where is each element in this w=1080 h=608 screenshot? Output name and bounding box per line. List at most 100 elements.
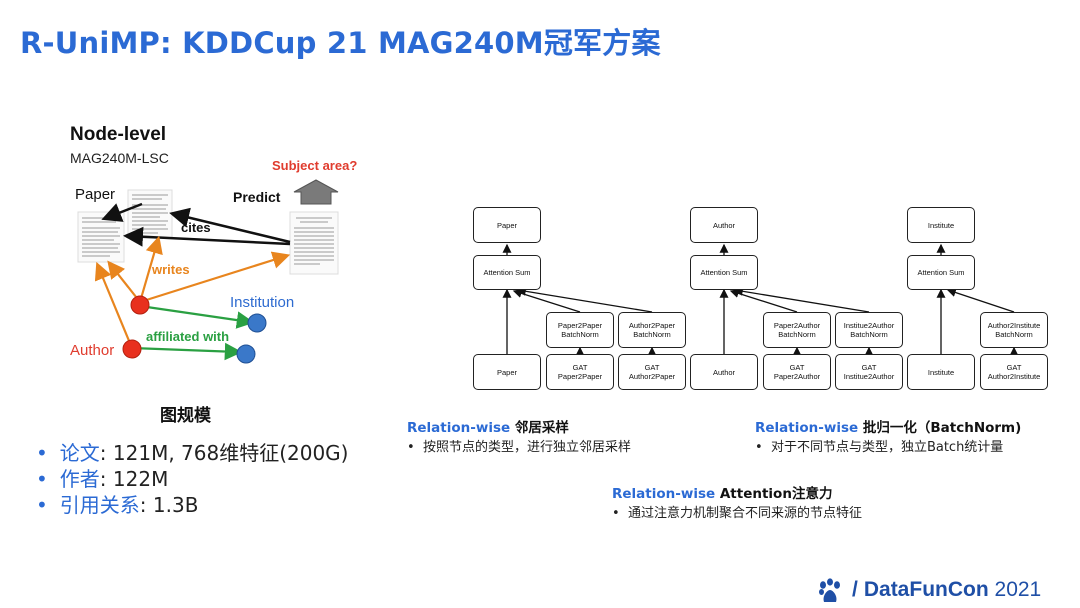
author-output-node: Author: [690, 207, 758, 243]
stat-papers: •论文: 121M, 768维特征(200G): [36, 437, 349, 466]
brand-name-b: Con: [947, 578, 989, 601]
node-text: Institue2Author: [843, 321, 895, 330]
section-attention-bullet: • 通过注意力机制聚合不同来源的节点特征: [612, 502, 862, 521]
brand-name-a: DataFun: [863, 578, 948, 601]
node-text: Attention Sum: [483, 268, 531, 277]
section-neighbor-sampling-bullet: • 按照节点的类型，进行独立邻居采样: [407, 436, 631, 455]
node-text: Author2Institute: [987, 321, 1041, 330]
bullet: •: [36, 493, 48, 517]
writes-edge-1: [107, 260, 141, 303]
node-text: GAT: [1006, 363, 1022, 372]
paper-label: Paper: [75, 186, 116, 203]
graph-scale-title: 图规模: [160, 406, 211, 426]
brand-year: 2021: [994, 578, 1042, 601]
affiliated-edge-2: [131, 342, 243, 361]
node-text: Paper: [496, 220, 517, 230]
node-text: GAT: [572, 363, 588, 372]
author-node-1: [130, 295, 150, 315]
node-text: BatchNorm: [778, 330, 816, 339]
node-text: Attention Sum: [917, 268, 965, 277]
node-text: Author2Paper: [628, 372, 676, 381]
node-text: BatchNorm: [633, 330, 671, 339]
section-batchnorm-bullet: • 对于不同节点与类型，独立Batch统计量: [755, 436, 1003, 455]
bullet: •: [36, 467, 48, 491]
section-title-rest: 批归一化（BatchNorm): [858, 420, 1022, 436]
brand-slash: /: [852, 578, 858, 601]
section-title-blue: Relation-wise: [612, 486, 716, 502]
stat-value: : 122M: [99, 467, 169, 491]
author-attention-sum: Attention Sum: [690, 255, 758, 290]
bullet: •: [612, 506, 620, 521]
bullet-text: 通过注意力机制聚合不同来源的节点特征: [627, 506, 862, 521]
section-title-rest: Attention注意力: [715, 486, 833, 502]
bullet: •: [755, 440, 763, 455]
paper-thumbnail-target: [289, 211, 339, 275]
node-text: GAT: [644, 363, 660, 372]
node-text: Paper2Paper: [557, 372, 603, 381]
node-text: Institue2Author: [843, 372, 895, 381]
bullet-text: 对于不同节点与类型，独立Batch统计量: [770, 440, 1004, 455]
paper-output-node: Paper: [473, 207, 541, 243]
affiliated-edge-1: [139, 304, 255, 329]
node-text: Paper2Paper: [557, 321, 603, 330]
bullet-text: 按照节点的类型，进行独立邻居采样: [422, 440, 631, 455]
predict-label: Predict: [233, 189, 281, 205]
bullet: •: [36, 441, 48, 465]
stat-key: 作者: [59, 467, 100, 491]
affiliated-with-label: affiliated with: [146, 329, 230, 344]
author-input-node: Author: [690, 354, 758, 390]
predict-arrow-icon: [293, 179, 339, 205]
node-text: GAT: [861, 363, 877, 372]
section-batchnorm-title: Relation-wise 批归一化（BatchNorm): [755, 416, 1021, 436]
page-title: R-UniMP: KDDCup 21 MAG240M冠军方案: [20, 26, 661, 60]
node-text: Paper: [496, 367, 517, 377]
node-text: Institute: [927, 367, 955, 377]
institute-input-node: Institute: [907, 354, 975, 390]
section-title-blue: Relation-wise: [407, 420, 511, 436]
node-text: Author2Institute: [987, 372, 1041, 381]
section-attention-title: Relation-wise Attention注意力: [612, 482, 832, 502]
node-level-heading: Node-level: [70, 124, 167, 145]
writes-label: writes: [152, 262, 190, 277]
writes-edge-3: [139, 251, 291, 304]
institute-attention-sum: Attention Sum: [907, 255, 975, 290]
cites-edge-3: [101, 202, 143, 222]
dataset-name: MAG240M-LSC: [70, 150, 169, 166]
brand-datafuncon: /DataFunCon 2021: [846, 578, 1041, 602]
institution-node-2: [236, 344, 256, 364]
cites-edge-1: [169, 207, 291, 244]
section-title-rest: 邻居采样: [510, 420, 569, 436]
paper-input-node: Paper: [473, 354, 541, 390]
writes-edge-2: [138, 235, 163, 303]
paper-attention-sum: Attention Sum: [473, 255, 541, 290]
institution-label: Institution: [230, 294, 295, 311]
subject-area-label: Subject area?: [272, 158, 358, 173]
stat-key: 引用关系: [59, 493, 140, 517]
institution-node-1: [247, 313, 267, 333]
node-text: Attention Sum: [700, 268, 748, 277]
cites-label: cites: [181, 220, 211, 235]
node-text: Author: [712, 367, 736, 377]
stat-key: 论文: [59, 441, 100, 465]
section-title-blue: Relation-wise: [755, 420, 859, 436]
stat-authors: • 作者: 122M: [36, 463, 168, 492]
bullet: •: [407, 440, 415, 455]
node-text: Institute: [927, 220, 955, 230]
node-text: Paper2Author: [773, 321, 821, 330]
node-text: Author: [712, 220, 736, 230]
author-node-2: [122, 339, 142, 359]
node-text: Author2Paper: [628, 321, 676, 330]
writes-edge-4: [94, 261, 134, 349]
stat-value: : 1.3B: [139, 493, 199, 517]
node-text: BatchNorm: [850, 330, 888, 339]
